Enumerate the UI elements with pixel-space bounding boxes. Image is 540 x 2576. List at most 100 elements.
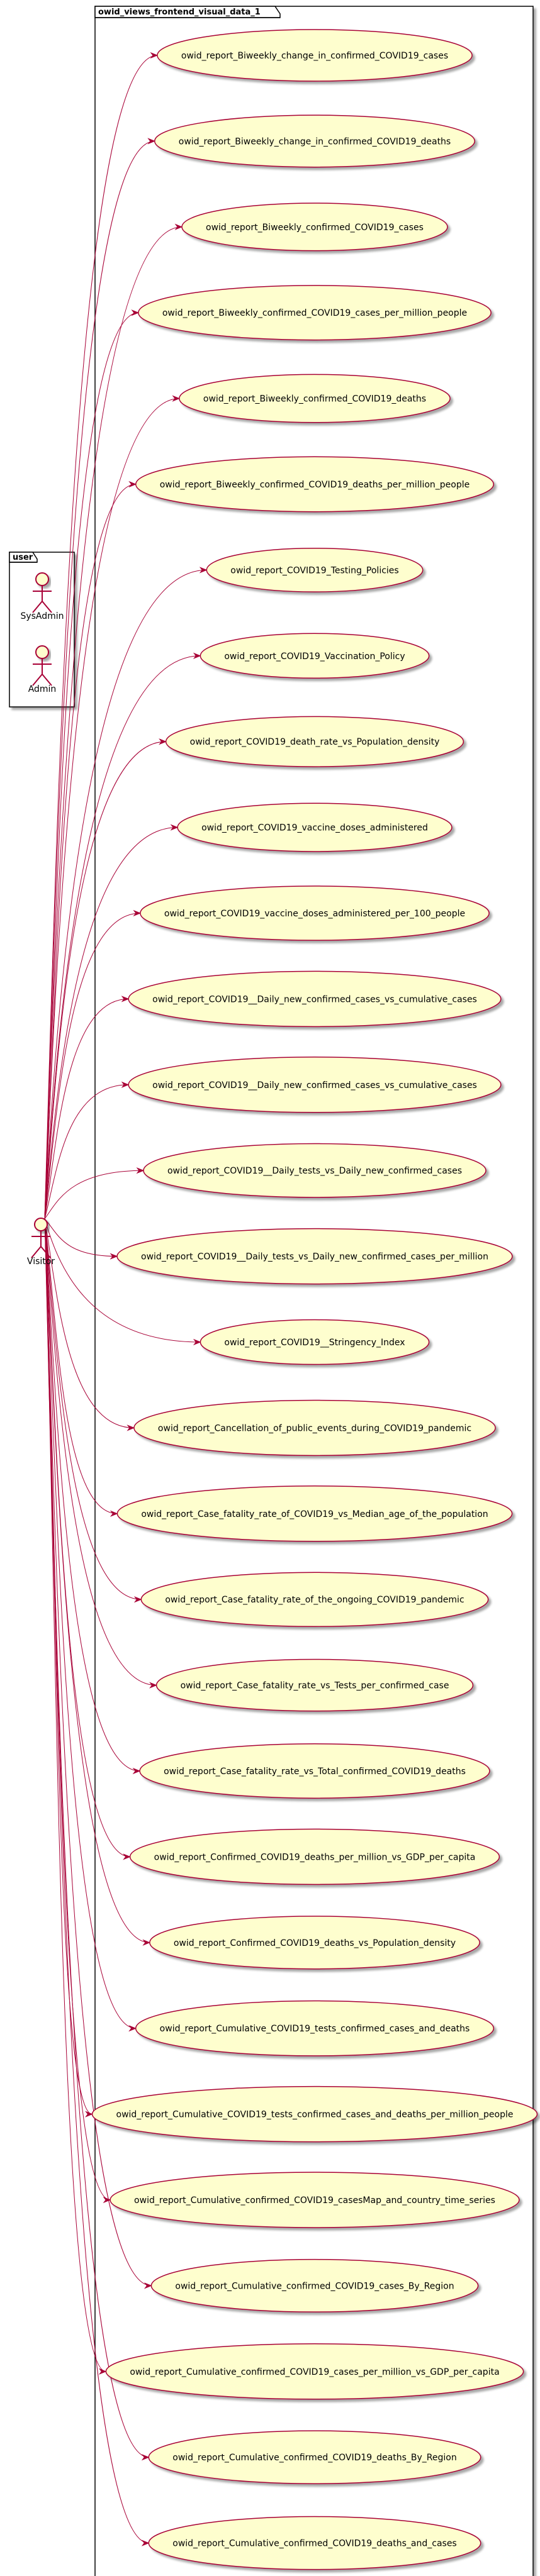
association-edge	[44, 569, 207, 1219]
package-owid-views-title: owid_views_frontend_visual_data_1	[98, 8, 261, 17]
package-owid-views-frame	[94, 6, 534, 2576]
association-arrowhead	[98, 2368, 107, 2375]
use-case-label: owid_report_Confirmed_COVID19_deaths_vs_…	[174, 1938, 456, 1948]
use-case-ellipse	[135, 456, 495, 513]
actor-sysadmin: SysAdmin	[20, 572, 64, 621]
association-arrowhead	[128, 2025, 137, 2032]
use-case[interactable]: owid_report_Case_fatality_rate_vs_Tests_…	[155, 1658, 474, 1712]
use-case[interactable]: owid_report_Biweekly_confirmed_COVID19_c…	[138, 285, 492, 341]
use-case-label: owid_report_Biweekly_confirmed_COVID19_c…	[162, 308, 467, 318]
actor-head	[35, 572, 49, 586]
use-case-label: owid_report_COVID19_death_rate_vs_Popula…	[190, 737, 440, 747]
use-case-ellipse	[157, 29, 473, 82]
association-edge	[44, 1218, 134, 1428]
use-case-ellipse	[139, 1743, 490, 1799]
association-arrowhead	[128, 480, 137, 488]
association-edge	[44, 140, 155, 1219]
association-arrowhead	[193, 652, 201, 659]
use-case[interactable]: owid_report_Cancellation_of_public_event…	[133, 1399, 496, 1457]
association-arrowhead	[174, 223, 183, 230]
actor-sysadmin-figure	[32, 572, 52, 613]
use-case[interactable]: owid_report_Confirmed_COVID19_deaths_per…	[129, 1828, 500, 1885]
association-arrowhead	[132, 1767, 141, 1775]
use-case-label: owid_report_COVID19__Daily_new_confirmed…	[152, 994, 477, 1004]
use-case[interactable]: owid_report_Confirmed_COVID19_deaths_vs_…	[149, 1916, 480, 1970]
actor-body	[32, 658, 52, 686]
use-case[interactable]: owid_report_COVID19_death_rate_vs_Popula…	[165, 716, 464, 767]
use-case-ellipse	[140, 886, 490, 941]
use-case[interactable]: owid_report_Biweekly_confirmed_COVID19_c…	[181, 203, 448, 252]
association-arrowhead	[131, 309, 140, 316]
use-case-ellipse	[105, 2343, 524, 2400]
association-edge	[44, 998, 129, 1219]
use-case-label: owid_report_Cumulative_confirmed_COVID19…	[134, 2196, 495, 2206]
association-edge	[44, 1218, 118, 1514]
use-case[interactable]: owid_report_Cumulative_confirmed_COVID19…	[110, 2172, 520, 2228]
use-case-label: owid_report_COVID19__Daily_tests_vs_Dail…	[167, 1166, 462, 1176]
association-arrowhead	[110, 1253, 118, 1260]
use-case-label: owid_report_Case_fatality_rate_vs_Total_…	[164, 1767, 466, 1777]
use-case[interactable]: owid_report_Biweekly_confirmed_COVID19_d…	[135, 456, 495, 513]
use-case[interactable]: owid_report_COVID19_vaccine_doses_admini…	[177, 802, 453, 852]
use-case-label: owid_report_COVID19_vaccine_doses_admini…	[201, 823, 428, 833]
use-case-ellipse	[128, 970, 502, 1028]
association-edge	[44, 913, 140, 1219]
association-edge	[44, 1084, 129, 1219]
actor-admin-figure	[32, 645, 52, 686]
use-case-ellipse	[200, 633, 430, 679]
use-case-ellipse	[140, 1572, 489, 1627]
actor-sysadmin-label: SysAdmin	[20, 611, 64, 621]
use-case[interactable]: owid_report_Biweekly_change_in_confirmed…	[157, 29, 473, 82]
use-case[interactable]: owid_report_Biweekly_change_in_confirmed…	[154, 114, 475, 168]
use-case[interactable]: owid_report_Cumulative_confirmed_COVID19…	[148, 2516, 481, 2570]
association-arrowhead	[121, 1081, 130, 1088]
association-edge	[44, 1218, 201, 1343]
use-case-ellipse	[138, 285, 492, 341]
association-edge	[44, 312, 138, 1219]
use-case-ellipse	[177, 802, 453, 852]
use-case-label: owid_report_Cumulative_confirmed_COVID19…	[130, 2367, 499, 2377]
use-case[interactable]: owid_report_COVID19__Stringency_Index	[200, 1319, 430, 1365]
association-edge	[44, 1218, 149, 2458]
use-case-label: owid_report_Cumulative_COVID19_tests_con…	[116, 2110, 514, 2120]
use-case-label: owid_report_Case_fatality_rate_of_COVID1…	[141, 1509, 488, 1519]
use-case[interactable]: owid_report_Cumulative_COVID19_tests_con…	[135, 2000, 495, 2057]
association-edge	[44, 1218, 111, 2201]
use-case[interactable]: owid_report_COVID19_vaccine_doses_admini…	[140, 886, 490, 941]
actor-visitor-figure	[31, 1218, 51, 1258]
actor-admin: Admin	[28, 645, 56, 694]
use-case[interactable]: owid_report_COVID19__Daily_new_confirmed…	[128, 970, 502, 1028]
use-case-ellipse	[206, 547, 424, 592]
actor-visitor: Visitor	[27, 1218, 55, 1267]
association-arrowhead	[143, 2282, 152, 2289]
use-case[interactable]: owid_report_COVID19_Vaccination_Policy	[200, 633, 430, 679]
association-arrowhead	[127, 1424, 135, 1431]
use-case[interactable]: owid_report_Cumulative_confirmed_COVID19…	[150, 2258, 479, 2312]
use-case-label: owid_report_COVID19_Vaccination_Policy	[224, 652, 405, 662]
association-edge	[44, 1170, 143, 1219]
use-case[interactable]: owid_report_Case_fatality_rate_of_COVID1…	[116, 1485, 513, 1542]
association-arrowhead	[85, 2111, 93, 2118]
use-case[interactable]: owid_report_Cumulative_confirmed_COVID19…	[105, 2343, 524, 2400]
use-case[interactable]: owid_report_Case_fatality_rate_of_the_on…	[140, 1572, 489, 1627]
use-case[interactable]: owid_report_COVID19__Daily_tests_vs_Dail…	[116, 1228, 513, 1285]
actor-visitor-label: Visitor	[27, 1257, 55, 1267]
use-case[interactable]: owid_report_Cumulative_confirmed_COVID19…	[148, 2430, 481, 2485]
use-case[interactable]: owid_report_Cumulative_COVID19_tests_con…	[91, 2085, 538, 2143]
association-edge	[44, 1218, 152, 2286]
association-edge	[44, 1218, 136, 2029]
use-case[interactable]: owid_report_Case_fatality_rate_vs_Total_…	[139, 1743, 490, 1799]
use-case-label: owid_report_Biweekly_confirmed_COVID19_d…	[160, 480, 470, 490]
use-case-ellipse	[155, 1658, 474, 1712]
use-case[interactable]: owid_report_COVID19__Daily_tests_vs_Dail…	[143, 1143, 487, 1198]
use-case-ellipse	[150, 2258, 479, 2312]
use-case[interactable]: owid_report_COVID19_Testing_Policies	[206, 547, 424, 592]
use-case-ellipse	[129, 1828, 500, 1885]
use-case-label: owid_report_Case_fatality_rate_of_the_on…	[165, 1595, 464, 1605]
use-case[interactable]: owid_report_COVID19__Daily_new_confirmed…	[128, 1057, 502, 1113]
actor-head	[34, 1218, 48, 1231]
use-case-label: owid_report_Cancellation_of_public_event…	[158, 1423, 471, 1433]
association-arrowhead	[121, 996, 130, 1002]
use-case[interactable]: owid_report_Biweekly_confirmed_COVID19_d…	[179, 374, 451, 423]
